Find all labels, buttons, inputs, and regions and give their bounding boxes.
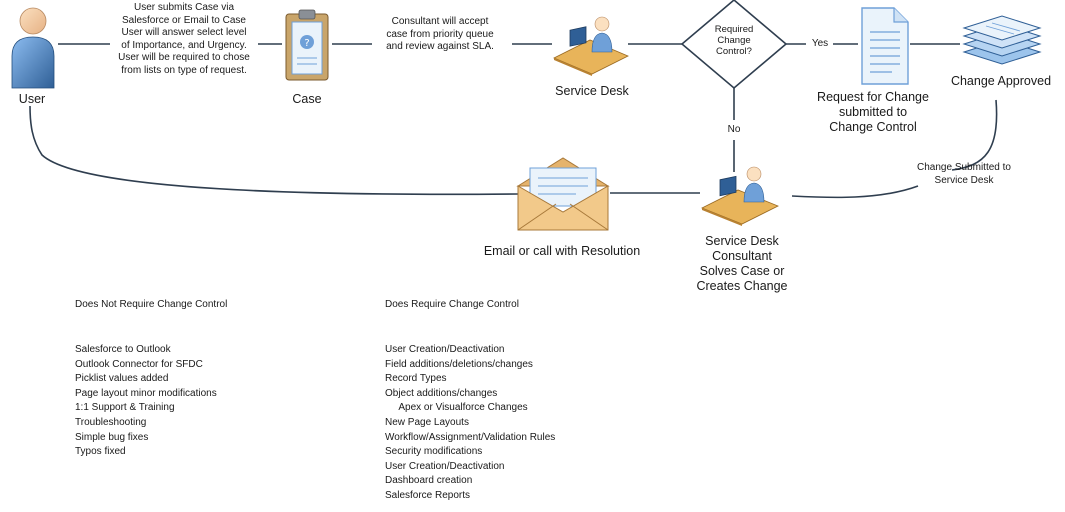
decision-diamond bbox=[680, 0, 788, 90]
required-title: Does Require Change Control bbox=[385, 299, 519, 310]
connector-approved-submitted bbox=[951, 99, 998, 171]
node-label-user: User bbox=[18, 92, 46, 106]
list-item: User Creation/Deactivation bbox=[385, 344, 505, 355]
decision-label: Required Change Control? bbox=[714, 24, 754, 57]
not-required-list: Salesforce to Outlook Outlook Connector … bbox=[75, 343, 217, 460]
change-submitted-note: Change Submitted to Service Desk bbox=[917, 162, 1011, 186]
list-item: Troubleshooting bbox=[75, 416, 147, 428]
envelope-icon bbox=[516, 157, 610, 231]
clipboard-icon: ? bbox=[285, 9, 329, 81]
svg-text:?: ? bbox=[304, 38, 309, 49]
workstation-icon bbox=[553, 16, 629, 76]
node-label-service-desk: Service Desk bbox=[555, 84, 629, 98]
list-item: 1:1 Support & Training bbox=[75, 402, 175, 414]
list-item: Page layout minor modifications bbox=[75, 387, 217, 399]
list-item: Picklist values added bbox=[75, 373, 169, 385]
list-item: Dashboard creation bbox=[385, 475, 473, 487]
user-submission-note: User submits Case via Salesforce or Emai… bbox=[118, 2, 250, 76]
no-label: No bbox=[727, 124, 741, 135]
stacked-documents-icon bbox=[962, 15, 1042, 65]
node-label-email: Email or call with Resolution bbox=[483, 244, 641, 258]
node-label-rfc: Request for Change submitted to Change C… bbox=[817, 90, 929, 134]
list-item: New Page Layouts bbox=[385, 416, 469, 428]
list-item: Typos fixed bbox=[75, 446, 126, 458]
list-item: User Creation/Deactivation bbox=[385, 460, 505, 472]
document-icon bbox=[861, 7, 909, 85]
list-item: Field additions/deletions/changes bbox=[385, 358, 533, 370]
workstation-icon bbox=[701, 166, 779, 226]
required-list: User Creation/Deactivation Field additio… bbox=[385, 343, 555, 504]
list-item: Outlook Connector for SFDC bbox=[75, 358, 203, 370]
consultant-review-note: Consultant will accept case from priorit… bbox=[386, 16, 494, 52]
connector-email-user bbox=[29, 105, 519, 196]
list-item: Workflow/Assignment/Validation Rules bbox=[385, 431, 556, 443]
list-item: Salesforce to Outlook bbox=[75, 344, 171, 355]
yes-label: Yes bbox=[811, 38, 829, 49]
not-required-title: Does Not Require Change Control bbox=[75, 299, 228, 310]
list-item: Salesforce Reports bbox=[385, 489, 471, 501]
list-item: Simple bug fixes bbox=[75, 431, 149, 443]
person-icon bbox=[11, 7, 55, 89]
list-item: Apex or Visualforce Changes bbox=[385, 402, 528, 414]
node-label-change-approved: Change Approved bbox=[950, 74, 1052, 88]
list-item: Record Types bbox=[385, 373, 447, 385]
list-item: Object additions/changes bbox=[385, 387, 498, 399]
list-item: Security modifications bbox=[385, 446, 483, 458]
node-label-consultant: Service Desk Consultant Solves Case or C… bbox=[696, 234, 788, 293]
connector-submitted-consultant bbox=[791, 185, 919, 199]
node-label-case: Case bbox=[292, 92, 322, 106]
